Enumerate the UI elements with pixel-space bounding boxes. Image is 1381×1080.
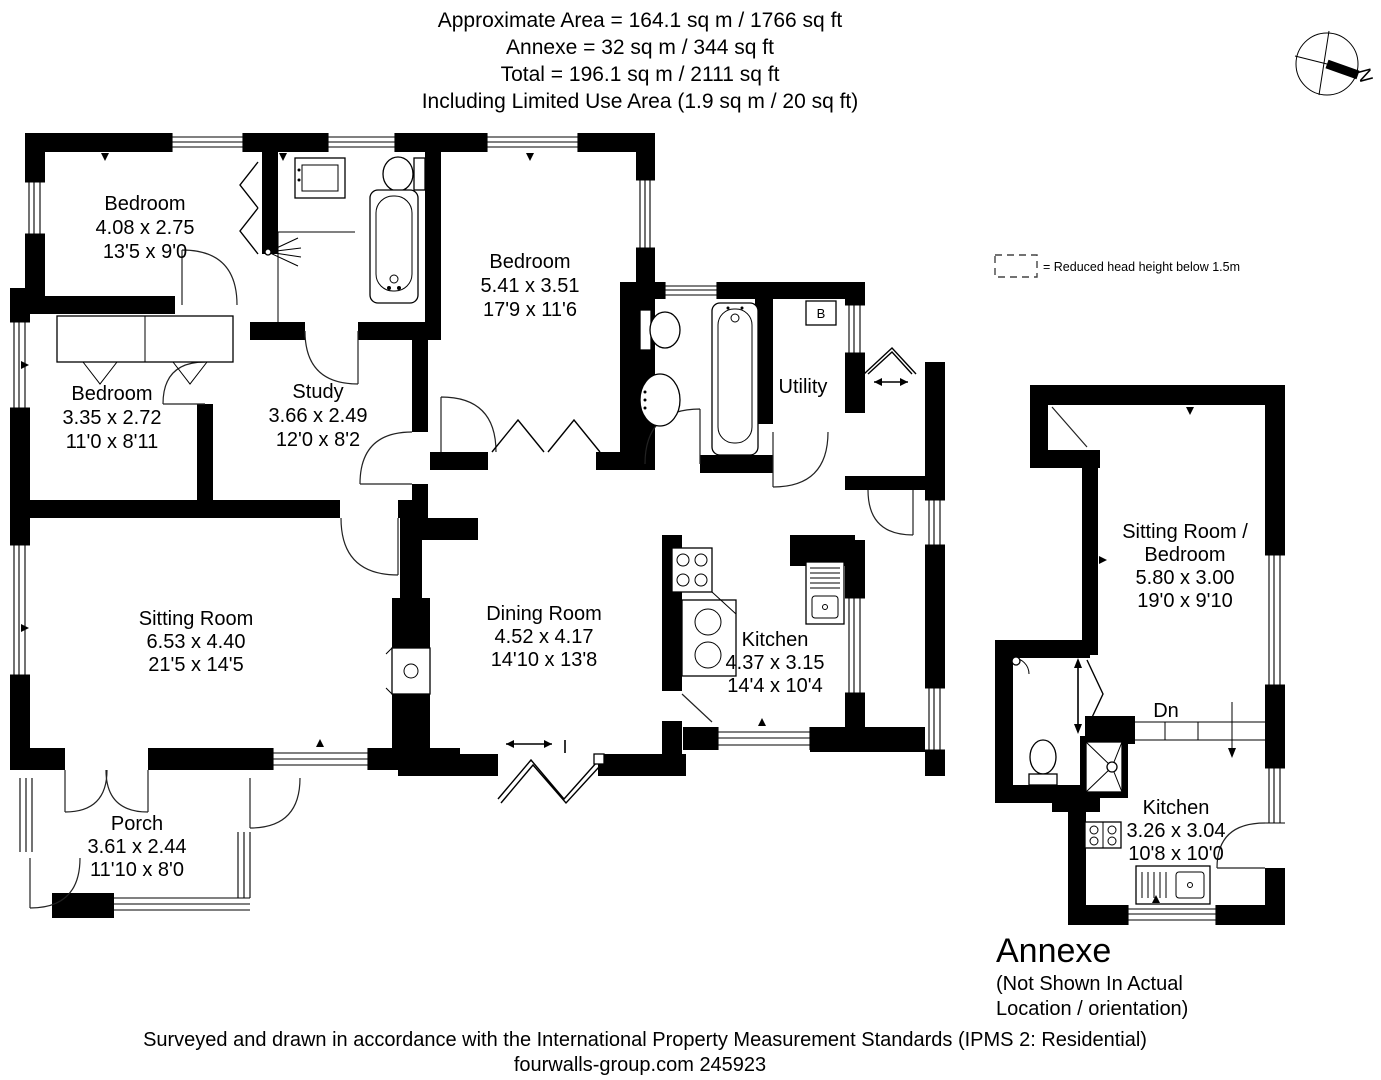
reduced-head-height-icon [994,254,1038,278]
bedroom-top-name: Bedroom [104,193,185,215]
toilet-icon [1029,739,1057,775]
door-leaf-icon [681,693,713,723]
annexe-sitting-name1: Sitting Room / [1122,521,1248,543]
sitting-room-imperial: 21'5 x 14'5 [148,654,244,676]
door-arc-icon [249,777,301,829]
bedroom-top-imperial: 13'5 x 9'0 [103,241,187,263]
bifold-door-icon [1086,659,1104,729]
compass-needle-icon [1325,59,1360,80]
annexe-sitting-name2: Bedroom [1144,544,1225,566]
annexe-note-line1: (Not Shown In Actual [996,973,1183,995]
windows [10,133,1285,925]
annexe-heading: Annexe [996,932,1111,970]
kitchen-name: Kitchen [742,629,809,651]
bathtub-icon [369,189,419,304]
annexe-kitchen-fixtures [1084,821,1211,905]
porch-imperial: 11'10 x 8'0 [90,859,184,881]
footer-brand-line: fourwalls-group.com 245923 [514,1054,766,1076]
special-doors [239,161,1104,805]
footer-area: Surveyed and drawn in accordance with th… [143,1029,1147,1076]
door-arc-icon [181,249,238,306]
wardrobe-icon [56,315,234,385]
door-arc-icon [162,361,206,405]
bifold-door-icon [239,161,259,255]
stairs-down-label: Dn [1153,700,1179,722]
header-annexe-area: Annexe = 32 sq m / 344 sq ft [506,36,774,59]
door-leaf-icon [1051,406,1088,448]
bedroom-large-metric: 5.41 x 3.51 [481,275,580,297]
bedroom-top-metric: 4.08 x 2.75 [96,217,195,239]
study-imperial: 12'0 x 8'2 [276,429,360,451]
header-approx-area: Approximate Area = 164.1 sq m / 1766 sq … [438,9,843,32]
dining-room-name: Dining Room [486,603,602,625]
kitchen-metric: 4.37 x 3.15 [726,652,825,674]
fireplace-icon [385,647,431,695]
compass: N [1294,30,1376,96]
annexe-kitchen-metric: 3.26 x 3.04 [1127,820,1226,842]
bathroom1-fixtures [264,156,426,322]
fixtures [56,156,1265,905]
door-arc-icon [340,517,399,576]
dining-room-metric: 4.52 x 4.17 [495,626,594,648]
door-arc-icon [440,396,497,453]
shower-head-icon [267,237,302,267]
oven-icon [681,599,737,677]
kitchen-fixtures [671,547,845,677]
door-arc-icon [105,769,149,813]
footer-standards-line: Surveyed and drawn in accordance with th… [143,1029,1147,1051]
header-area: Approximate Area = 164.1 sq m / 1766 sq … [422,9,859,113]
legend: = Reduced head height below 1.5m [994,254,1240,278]
boiler-box [805,300,837,326]
bedroom-large-name: Bedroom [489,251,570,273]
door-jamb-icon [593,753,605,765]
stairs-icon [1135,702,1265,758]
annexe-kitchen-name: Kitchen [1143,797,1210,819]
bifold-door-icon [491,418,601,453]
sitting-room-name: Sitting Room [139,608,254,630]
porch-metric: 3.61 x 2.44 [88,836,187,858]
annexe-sitting-imperial: 19'0 x 9'10 [1137,590,1233,612]
annexe-sitting-metric: 5.80 x 3.00 [1136,567,1235,589]
bathroom2-fixtures [639,302,759,456]
annexe-walls [995,385,1285,925]
bedroom-left-name: Bedroom [71,383,152,405]
door-arc-icon [304,330,359,385]
header-limited-use: Including Limited Use Area (1.9 sq m / 2… [422,90,859,113]
kitchen-imperial: 14'4 x 10'4 [727,675,823,697]
annexe-kitchen-imperial: 10'8 x 10'0 [1128,843,1224,865]
dining-room-imperial: 14'10 x 13'8 [491,649,598,671]
door-arc-icon [1216,822,1266,869]
window-icon [10,133,1285,925]
porch-glazing-icon [19,778,251,911]
boiler-label: B [817,306,826,321]
annexe-shower-fixtures [1011,656,1123,793]
bedroom-left-metric: 3.35 x 2.72 [63,407,162,429]
door-arc-icon [772,431,829,488]
compass-circle [1295,32,1359,96]
room-labels: Bedroom 4.08 x 2.75 13'5 x 9'0 Bedroom 5… [63,193,828,881]
bedroom-large-imperial: 17'9 x 11'6 [483,299,577,321]
bifold-door-icon [497,758,600,805]
porch-name: Porch [111,813,163,835]
bathtub-icon [711,302,759,456]
door-arc-icon [29,857,81,909]
compass-north-label: N [1352,66,1376,85]
study-metric: 3.66 x 2.49 [269,405,368,427]
bedroom-left-imperial: 11'0 x 8'11 [66,431,159,453]
annexe-note-line2: Location / orientation) [996,998,1188,1020]
door-arc-icon [359,431,413,485]
door-arc-icon [64,769,108,813]
sitting-room-metric: 6.53 x 4.40 [147,631,246,653]
double-door-icon [863,347,917,375]
annexe-labels: Sitting Room / Bedroom 5.80 x 3.00 19'0 … [996,521,1248,1020]
legend-label: = Reduced head height below 1.5m [1043,260,1240,274]
toilet-icon [382,156,414,192]
hob-icon [671,547,713,593]
door-arc-icon [867,489,914,536]
dimension-ticks [21,153,1194,903]
utility-name: Utility [779,376,828,398]
header-total-area: Total = 196.1 sq m / 2111 sq ft [501,63,780,86]
study-name: Study [292,381,343,403]
